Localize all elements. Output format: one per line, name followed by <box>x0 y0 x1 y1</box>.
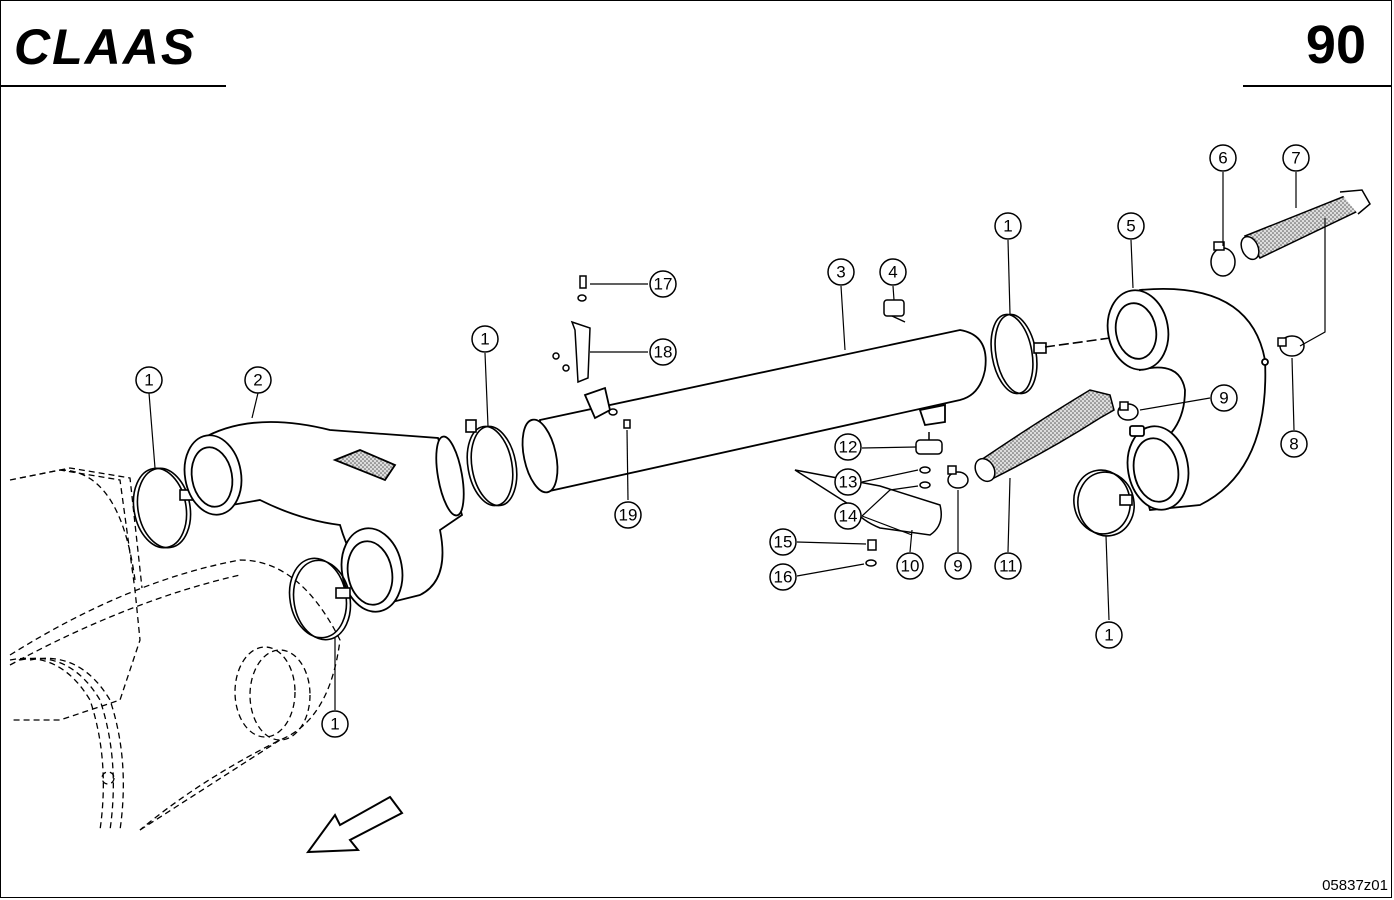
vent-hose-part-7 <box>1240 189 1371 261</box>
callout-10: 10 <box>896 552 924 580</box>
callout-9-a: 9 <box>944 552 972 580</box>
callout-12: 12 <box>834 433 862 461</box>
svg-text:9: 9 <box>1219 389 1228 408</box>
callout-9-b: 9 <box>1210 384 1238 412</box>
svg-text:8: 8 <box>1289 435 1298 454</box>
callout-17: 17 <box>649 270 677 298</box>
svg-text:18: 18 <box>654 343 673 362</box>
claas-logo: CLAAS <box>14 19 196 75</box>
page-number: 90 <box>1305 15 1366 75</box>
callout-15: 15 <box>769 528 797 556</box>
svg-text:12: 12 <box>839 438 858 457</box>
svg-text:2: 2 <box>253 371 262 390</box>
drawing-number: 05837z01 <box>1322 877 1388 894</box>
callout-8: 8 <box>1280 430 1308 458</box>
callout-14: 14 <box>834 502 862 530</box>
svg-text:7: 7 <box>1291 149 1300 168</box>
main-pipe-part-3 <box>521 329 987 494</box>
rubber-buffer-part-12 <box>915 432 943 455</box>
callouts: 1 2 1 1 17 18 19 3 4 12 13 14 15 16 10 9… <box>135 144 1310 738</box>
svg-text:4: 4 <box>888 263 897 282</box>
svg-text:CLAAS: CLAAS <box>14 19 196 75</box>
svg-text:6: 6 <box>1218 149 1227 168</box>
hose-clamp-1-middle <box>465 419 518 507</box>
hose-clamp-1-left-upper <box>132 467 195 549</box>
callout-1-d: 1 <box>994 212 1022 240</box>
callout-18: 18 <box>649 338 677 366</box>
svg-text:10: 10 <box>901 557 920 576</box>
svg-text:16: 16 <box>774 568 793 587</box>
support-bracket-part-10 <box>794 466 942 567</box>
callout-1-a: 1 <box>135 366 163 394</box>
hose-clamp-1-left-lower <box>288 557 352 641</box>
svg-text:1: 1 <box>480 330 489 349</box>
svg-text:9: 9 <box>953 557 962 576</box>
bracket-part-18 <box>552 275 631 429</box>
svg-text:1: 1 <box>1104 626 1113 645</box>
callout-19: 19 <box>614 501 642 529</box>
callout-1-c: 1 <box>471 325 499 353</box>
small-clamp-part-8 <box>1277 335 1305 357</box>
callout-4: 4 <box>879 258 907 286</box>
hose-clamp-1-right-lower <box>1073 469 1135 537</box>
u-bend-part-5 <box>1106 288 1269 511</box>
svg-text:11: 11 <box>999 557 1017 576</box>
hose-part-11 <box>974 389 1115 483</box>
callout-13: 13 <box>834 468 862 496</box>
svg-text:17: 17 <box>654 275 673 294</box>
callout-1-b: 1 <box>321 710 349 738</box>
svg-text:1: 1 <box>330 715 339 734</box>
svg-text:15: 15 <box>774 533 793 552</box>
callout-1-e: 1 <box>1095 621 1123 649</box>
direction-arrow-icon <box>305 795 404 854</box>
svg-text:1: 1 <box>1003 217 1012 236</box>
callout-11: 11 <box>994 552 1022 580</box>
callout-3: 3 <box>827 258 855 286</box>
svg-text:1: 1 <box>144 371 153 390</box>
hose-clamp-1-right-middle <box>990 313 1111 395</box>
air-filter-housing-outline <box>9 467 341 831</box>
svg-text:19: 19 <box>619 506 638 525</box>
rubber-mount-part-4 <box>883 299 906 323</box>
leader-lines <box>148 172 1326 710</box>
svg-text:3: 3 <box>836 263 845 282</box>
callout-5: 5 <box>1117 212 1145 240</box>
small-clamp-part-9 <box>947 401 1139 489</box>
callout-7: 7 <box>1282 144 1310 172</box>
small-clamp-part-6 <box>1210 241 1236 277</box>
callout-6: 6 <box>1209 144 1237 172</box>
callout-16: 16 <box>769 563 797 591</box>
y-pipe-part-2 <box>183 421 465 613</box>
callout-2: 2 <box>244 366 272 394</box>
svg-text:14: 14 <box>839 507 858 526</box>
svg-text:13: 13 <box>839 473 858 492</box>
svg-text:5: 5 <box>1126 217 1135 236</box>
